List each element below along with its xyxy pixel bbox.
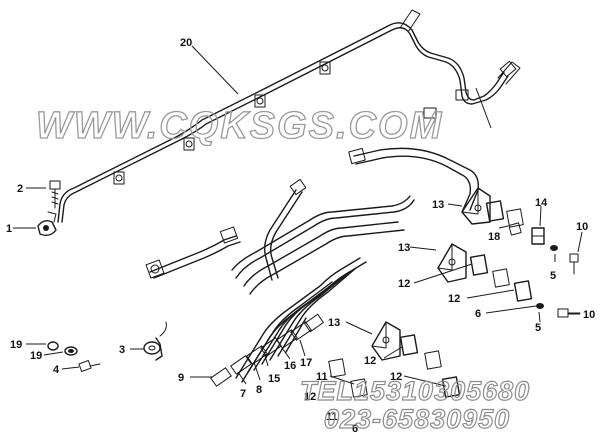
callout-6b: 6 xyxy=(352,423,358,435)
bolt-4 xyxy=(78,360,101,372)
callout-14: 14 xyxy=(535,197,548,209)
callout-17: 17 xyxy=(300,357,312,369)
fuel-line-20 xyxy=(57,9,521,223)
clamp-half-12d xyxy=(399,334,442,370)
callout-8: 8 xyxy=(256,384,262,396)
callout-18: 18 xyxy=(488,231,500,243)
callout-labels: 20 2 1 3 19 19 4 13 18 14 10 5 13 12 12 … xyxy=(6,37,595,435)
callout-11a: 11 xyxy=(316,371,328,383)
spacer-14 xyxy=(531,227,545,245)
callout-12a: 12 xyxy=(398,278,410,290)
clamp-half-12c xyxy=(513,280,533,302)
callout-19a: 19 xyxy=(10,339,22,351)
callout-13b: 13 xyxy=(398,242,410,254)
callout-19b: 19 xyxy=(30,350,42,362)
clamp-half-12a xyxy=(485,200,524,228)
callout-2: 2 xyxy=(17,183,23,195)
callout-6a: 6 xyxy=(475,308,481,320)
clamp-bracket-13a xyxy=(461,187,491,225)
injector-line-bundle xyxy=(145,147,480,387)
callout-4: 4 xyxy=(53,364,60,376)
banjo-fitting-3 xyxy=(143,321,167,361)
clamp-half-12e xyxy=(328,358,461,398)
callout-13c: 13 xyxy=(328,317,340,329)
callout-5a: 5 xyxy=(550,270,556,282)
callout-13a: 13 xyxy=(432,199,444,211)
callout-10b: 10 xyxy=(583,309,595,321)
clamp-bracket-13c xyxy=(371,321,401,361)
watermark-url: WWW.CQKSGS.COM xyxy=(36,105,443,147)
bolt-10b xyxy=(557,308,581,318)
washer-5a xyxy=(550,245,558,251)
bolt-10a xyxy=(569,253,579,275)
leader-lines xyxy=(13,45,583,387)
washer-5b xyxy=(536,303,544,309)
watermark-phone: 023-65830950 xyxy=(324,404,510,434)
fitting-18 xyxy=(508,222,522,236)
callout-12b: 12 xyxy=(448,293,460,305)
callout-16: 16 xyxy=(284,360,296,372)
washer-19a xyxy=(47,341,59,351)
callout-3: 3 xyxy=(119,344,125,356)
callout-11b: 11 xyxy=(326,411,338,423)
bracket-1 xyxy=(37,211,57,237)
callout-9: 9 xyxy=(178,372,184,384)
clamp-half-12b xyxy=(469,254,510,288)
callout-5b: 5 xyxy=(535,322,541,334)
callout-15: 15 xyxy=(268,373,280,385)
washer-19b xyxy=(64,346,78,356)
watermark-tel: TEL15310305680 xyxy=(300,376,530,406)
callout-20: 20 xyxy=(180,37,192,49)
clamp-bracket-13b xyxy=(437,243,467,283)
bolt-2 xyxy=(49,180,61,209)
callout-12c: 12 xyxy=(364,355,376,367)
callout-10a: 10 xyxy=(576,221,588,233)
callout-7: 7 xyxy=(240,388,246,400)
callout-12d: 12 xyxy=(390,371,402,383)
callout-12e: 12 xyxy=(304,391,316,403)
callout-1: 1 xyxy=(6,223,12,235)
